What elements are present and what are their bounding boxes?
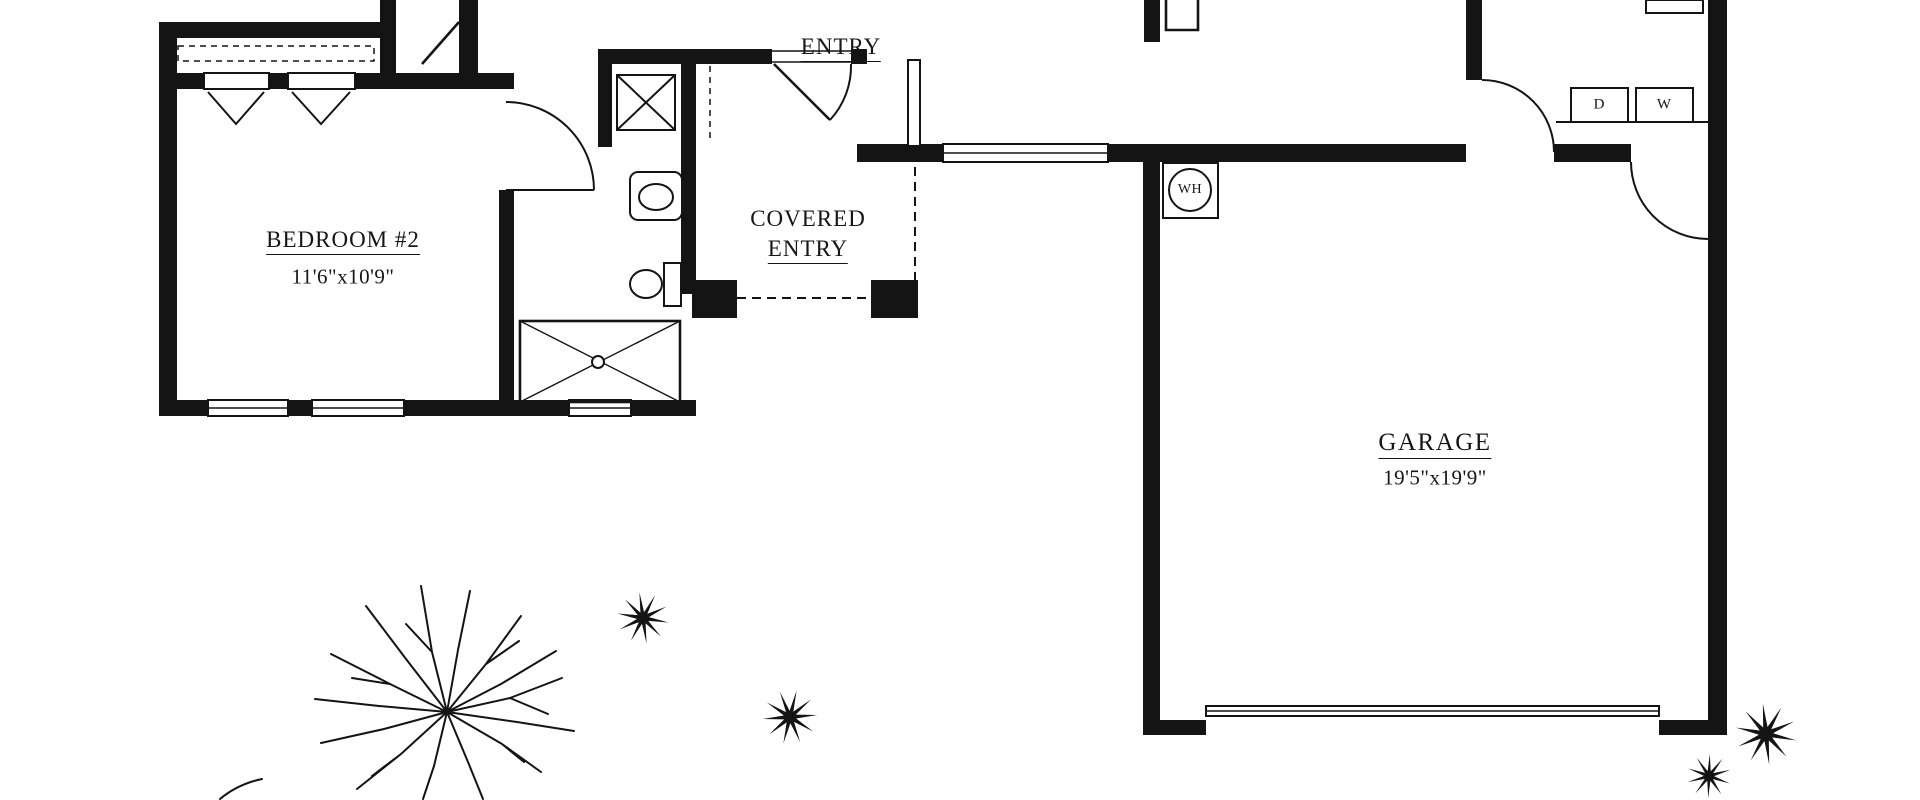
chase-niche — [1164, 0, 1200, 32]
wall-segment — [851, 49, 867, 64]
door-leaf — [773, 63, 831, 121]
tree-branch-edge — [219, 778, 263, 800]
windows — [203, 59, 1109, 417]
walls — [159, 0, 1727, 735]
closet-shelf-outline — [177, 45, 375, 62]
wall-segment — [269, 73, 288, 89]
sink-fixture — [638, 183, 674, 211]
bathroom-fixtures — [518, 74, 683, 404]
porch-post — [692, 280, 737, 318]
toilet-fixture — [629, 269, 663, 299]
covered-entry-line2: ENTRY — [767, 236, 849, 264]
cabinet-box — [1645, 0, 1704, 14]
wall-segment — [681, 64, 696, 294]
bedroom2-dims: 11'6"x10'9" — [291, 264, 395, 289]
wall-segment — [380, 0, 396, 82]
wall-segment — [1708, 0, 1727, 735]
wall-segment — [1143, 159, 1160, 735]
dashed-outlines — [177, 45, 916, 299]
wall-segment — [159, 400, 208, 416]
wall-segment — [159, 22, 177, 416]
wall-segment — [598, 49, 612, 147]
dryer-box — [1570, 87, 1629, 123]
shrub-symbol — [1723, 691, 1809, 777]
shower-fixture — [518, 319, 682, 404]
shrub-symbol — [613, 589, 673, 647]
door-swing-arc — [829, 63, 853, 121]
toilet-tank — [663, 262, 682, 307]
wall-segment — [459, 0, 478, 88]
washer-box — [1635, 87, 1694, 123]
laundry-fixtures — [1162, 0, 1708, 219]
garage-dims: 19'5"x19'9" — [1383, 465, 1487, 490]
doors — [421, 21, 1709, 240]
door-swing-arc — [1481, 79, 1555, 153]
garage-name: GARAGE — [1378, 429, 1492, 459]
wall-segment — [1143, 720, 1206, 735]
window-symbol — [203, 72, 270, 90]
bedroom2-label: BEDROOM #2 — [266, 227, 420, 255]
window-symbol — [287, 72, 356, 90]
water-heater-label: WH — [1177, 182, 1203, 197]
wall-segment — [159, 73, 204, 89]
washer-label: W — [1656, 96, 1672, 113]
wall-segment — [404, 400, 569, 416]
bedroom2-name: BEDROOM #2 — [266, 227, 420, 255]
wall-segment — [1144, 0, 1160, 42]
wall-segment — [499, 190, 514, 416]
landscaping — [219, 585, 1809, 800]
sidelite-window — [907, 59, 921, 147]
shrub-symbol — [1681, 748, 1737, 800]
shrub-symbol — [753, 680, 827, 754]
water-heater-symbol — [1168, 168, 1212, 212]
chase-x-line — [616, 74, 676, 131]
covered-entry-line1: COVERED — [750, 206, 866, 231]
wall-segment — [1554, 144, 1631, 162]
shower-drain — [591, 355, 605, 369]
wall-segment — [598, 49, 772, 64]
entry-name: ENTRY — [800, 34, 882, 62]
entry-label: ENTRY — [800, 34, 882, 62]
wall-segment — [857, 144, 943, 162]
wall-segment — [355, 73, 514, 89]
dryer-label: D — [1593, 96, 1605, 113]
garage-door — [1205, 705, 1660, 717]
garage-label: GARAGE — [1378, 429, 1492, 459]
wall-segment — [1659, 720, 1727, 735]
porch-post — [871, 280, 918, 318]
wall-segment — [1466, 0, 1482, 80]
wall-segment — [288, 400, 312, 416]
wall-segment — [631, 400, 696, 416]
casement-window-icon — [207, 91, 265, 126]
covered-entry-name: ENTRY — [767, 236, 849, 264]
door-swing-arc — [1630, 161, 1709, 240]
door-swing-arc — [505, 101, 595, 191]
casement-window-icon — [291, 91, 351, 126]
tree-symbol — [314, 585, 575, 800]
wall-segment — [1108, 144, 1466, 162]
wall-segment — [159, 22, 389, 38]
door-leaf — [421, 21, 460, 65]
